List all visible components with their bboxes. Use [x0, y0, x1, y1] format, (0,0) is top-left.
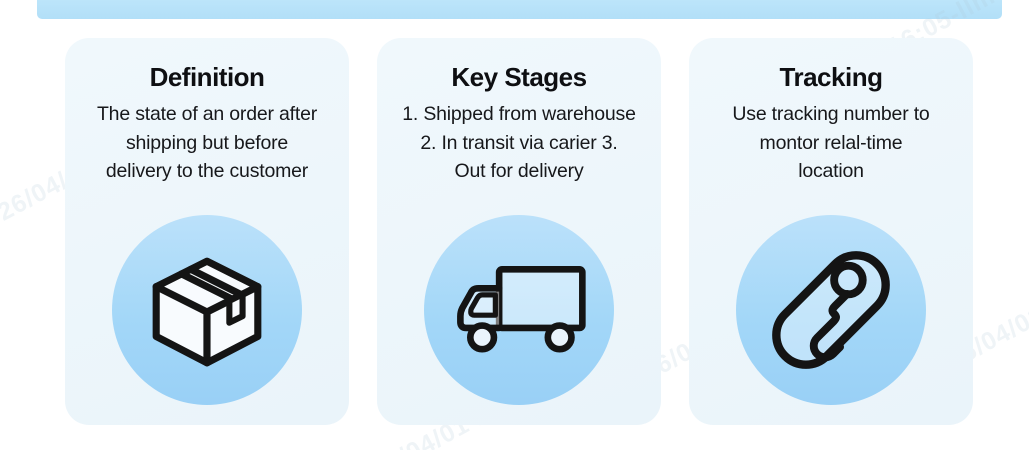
- body-line: The state of an order after: [96, 103, 318, 125]
- delivery-truck-icon: [457, 266, 586, 353]
- body-line: Out for delivery: [454, 160, 584, 182]
- card-title: Key Stages: [451, 62, 587, 92]
- body-line: montor relal-time: [759, 131, 903, 154]
- card-body-text: The state of an order after shipping but…: [65, 100, 349, 186]
- package-box-icon: [152, 257, 262, 367]
- card-title: Definition: [149, 62, 265, 92]
- top-accent-bar: [37, 0, 1002, 19]
- body-line: delivery to the customer: [105, 160, 309, 182]
- icon-circle: [736, 215, 926, 405]
- icon-circle: [424, 215, 614, 405]
- icon-circle: [112, 215, 302, 405]
- card-title: Tracking: [779, 62, 883, 92]
- card-body-text: Use tracking number to montor relal-time…: [689, 100, 973, 186]
- card-definition: Definition The state of an order after s…: [65, 38, 349, 425]
- body-line: shipping but before: [125, 131, 289, 154]
- body-line: 1. Shipped from warehouse: [402, 103, 636, 125]
- safety-pin-icon: [772, 251, 890, 369]
- body-line: location: [798, 160, 864, 182]
- body-line: Use tracking number to: [732, 103, 930, 125]
- body-line: 2. In transit via carier 3.: [420, 131, 618, 154]
- card-key-stages: Key Stages 1. Shipped from warehouse 2. …: [377, 38, 661, 425]
- card-body-text: 1. Shipped from warehouse 2. In transit …: [377, 100, 661, 186]
- card-tracking: Tracking Use tracking number to montor r…: [689, 38, 973, 425]
